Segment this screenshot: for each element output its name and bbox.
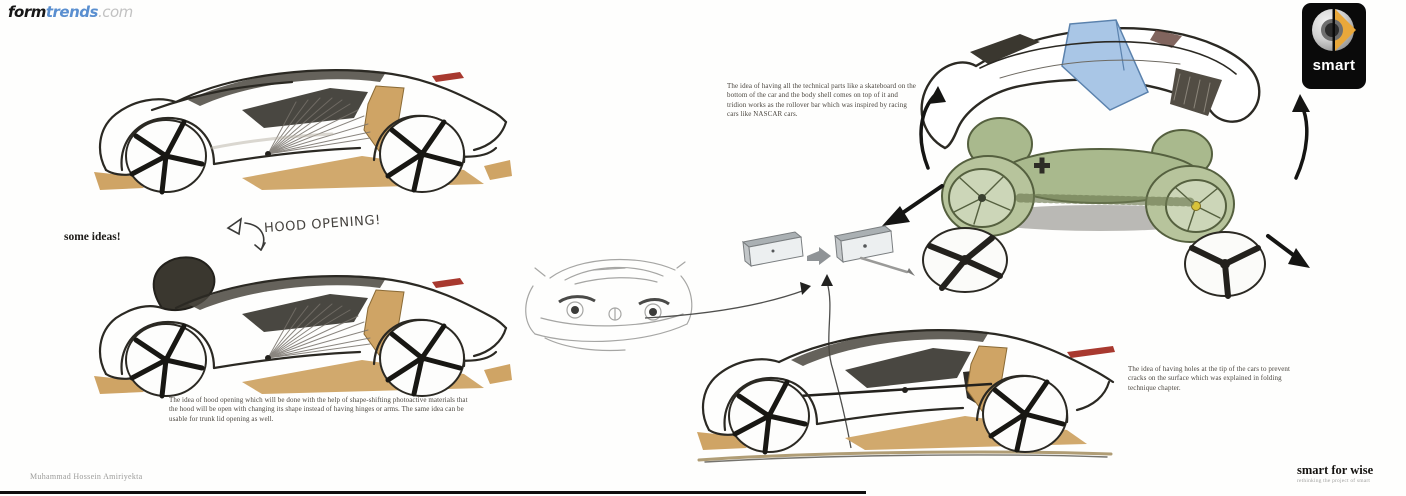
some-ideas-label: some ideas! bbox=[64, 231, 121, 243]
component-box-icon bbox=[741, 231, 804, 268]
doodle-arrow-icon bbox=[226, 217, 266, 251]
loose-wheel-sketch bbox=[922, 227, 1008, 293]
note-holes: The idea of having holes at the tip of t… bbox=[1128, 365, 1291, 392]
headlight-accents bbox=[558, 295, 670, 316]
small-arrow-icon bbox=[807, 247, 831, 265]
logo-part-trends: trends bbox=[45, 3, 99, 21]
cable-arrowhead-icon bbox=[821, 274, 833, 286]
project-subtitle: rethinking the project of smart bbox=[1297, 478, 1371, 484]
sketch-lineart-and-components bbox=[525, 225, 915, 449]
note-hood-opening: The idea of hood opening which will be d… bbox=[169, 396, 468, 423]
logo-part-form: form bbox=[8, 3, 46, 21]
hood-opening-label: HOOD OPENING! bbox=[263, 212, 382, 237]
cable-arrowhead-icon bbox=[800, 282, 811, 295]
sketch-car-side-bottom bbox=[697, 329, 1115, 463]
sketch-car-lineart bbox=[525, 258, 693, 352]
chassis-sketch bbox=[941, 117, 1235, 243]
formtrends-logo: formtrends.com bbox=[8, 3, 133, 21]
author-name: Muhammad Hossein Amiriyekta bbox=[30, 472, 143, 481]
loose-wheel-sketch bbox=[1184, 231, 1266, 299]
project-title: smart for wise bbox=[1297, 463, 1374, 477]
body-shell-sketch bbox=[920, 19, 1261, 150]
cable-lines bbox=[644, 281, 852, 449]
sketch-exploded-view bbox=[882, 19, 1310, 299]
smart-brand-badge: smart bbox=[1302, 3, 1366, 89]
note-technical-parts: The idea of having all the technical par… bbox=[727, 82, 917, 118]
sketch-car-side-hood-open bbox=[94, 256, 512, 399]
footer-rule bbox=[0, 491, 866, 494]
sketch-car-side-top-left bbox=[94, 69, 512, 195]
component-box-icon bbox=[833, 225, 894, 264]
pen-icon bbox=[859, 256, 915, 276]
smart-logo-word: smart bbox=[1312, 57, 1356, 74]
logo-part-dotcom: .com bbox=[97, 3, 133, 21]
direction-arrow-icon bbox=[882, 86, 1310, 268]
smart-logo-icon bbox=[1312, 8, 1356, 52]
project-title-block: smart for wise rethinking the project of… bbox=[1297, 463, 1373, 484]
